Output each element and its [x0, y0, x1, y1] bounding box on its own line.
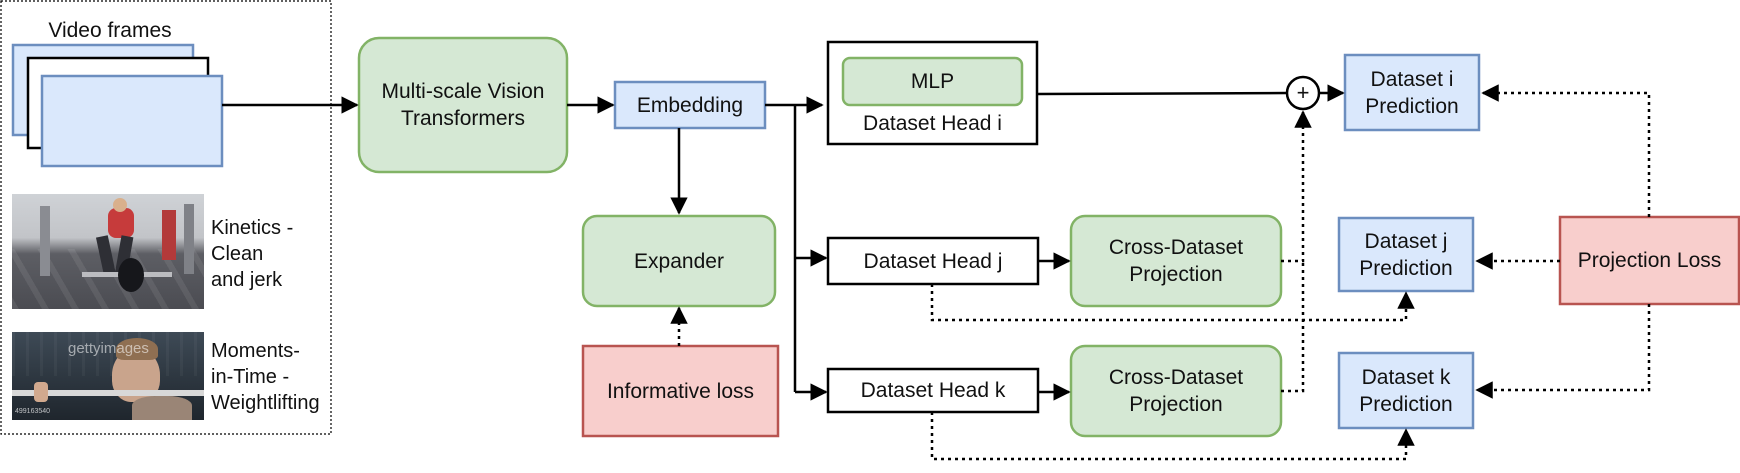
- thumbnail-watermark: gettyimages: [68, 340, 149, 357]
- informative-loss-box: [581, 344, 780, 438]
- sum-node: [1285, 75, 1321, 111]
- arrow-projection-k-to-sum: [1281, 260, 1305, 393]
- embedding-box: [613, 80, 767, 130]
- mlp-box: [841, 56, 1024, 107]
- mlp-label: MLP: [910, 70, 955, 93]
- arrow-head-j-to-prediction-j: [930, 284, 1415, 322]
- head-k-label: Dataset Head k: [860, 379, 1006, 402]
- arrow-loss-to-prediction-i: [1481, 84, 1651, 217]
- kinetics-thumbnail: [12, 194, 204, 309]
- prediction-i-label: Dataset i Prediction: [1365, 67, 1459, 118]
- moments-thumbnail: gettyimages 499163540: [12, 332, 204, 420]
- sum-symbol: +: [1296, 80, 1310, 105]
- prediction-j-box: [1337, 216, 1475, 293]
- head-j-label: Dataset Head j: [863, 249, 1003, 273]
- prediction-k-box: [1337, 351, 1475, 430]
- embedding-label: Embedding: [636, 93, 744, 117]
- prediction-j-label: Dataset j Prediction: [1359, 229, 1453, 280]
- head-i-label: Dataset Head i: [863, 111, 1002, 135]
- video-frames-title: Video frames: [48, 18, 172, 42]
- moments-label: Moments- in-Time - Weightlifting: [211, 340, 320, 414]
- thumbnail-caption: 499163540: [15, 408, 51, 415]
- arrow-loss-to-prediction-k: [1475, 304, 1651, 399]
- head-k-box: [826, 367, 1040, 414]
- informative-loss-label: Informative loss: [606, 379, 755, 403]
- backbone-label: Multi-scale Vision Transformers: [381, 80, 545, 130]
- expander-label: Expander: [634, 249, 724, 273]
- prediction-i-box: [1343, 53, 1481, 132]
- arrow-head-i-to-sum: [1036, 91, 1288, 96]
- projection-j-label: Cross-Dataset Projection: [1108, 236, 1244, 286]
- projection-loss-label: Projection Loss: [1577, 249, 1722, 272]
- kinetics-label: Kinetics - Clean and jerk: [211, 217, 294, 291]
- projection-k-label: Cross-Dataset Projection: [1108, 366, 1244, 416]
- head-j-box: [826, 236, 1040, 286]
- arrow-head-k-to-prediction-k: [930, 412, 1415, 461]
- expander-box: [581, 214, 777, 308]
- arrow-projection-j-to-sum: [1281, 110, 1312, 263]
- video-frame-front: [40, 74, 224, 168]
- prediction-k-label: Dataset k Prediction: [1359, 365, 1453, 416]
- input-panel: [0, 0, 332, 435]
